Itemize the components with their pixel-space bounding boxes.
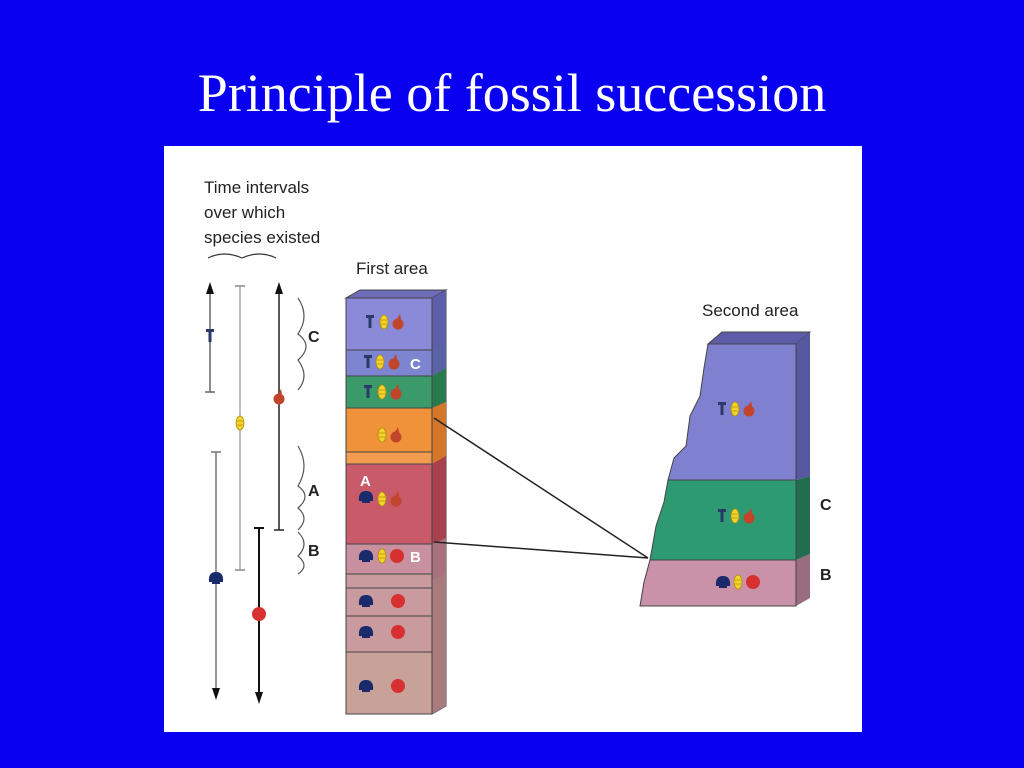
first-area-label-b: B (410, 549, 421, 566)
bracket-b (297, 531, 305, 575)
second-area-label: Second area (702, 301, 799, 320)
bracket-a (297, 445, 306, 531)
first-area-label-a: A (360, 473, 371, 490)
range-line-shell-species (235, 285, 245, 571)
second-area-column (639, 331, 812, 607)
range-line-t-species (205, 282, 215, 393)
correlation-line-bottom (433, 541, 649, 559)
range-line-ball-species (252, 527, 266, 704)
first-area-label-c: C (410, 356, 421, 373)
caption-line-1: Time intervals (204, 178, 309, 197)
bracket-label-b: B (308, 543, 320, 560)
range-line-clam-species (208, 451, 224, 700)
second-area-label-c: C (820, 497, 832, 514)
bracket-label-a: A (308, 483, 320, 500)
first-area-label: First area (356, 259, 428, 278)
caption-brace (207, 253, 277, 259)
first-area-column (344, 289, 448, 715)
slide-title: Principle of fossil succession (197, 63, 827, 123)
second-area-label-b: B (820, 567, 832, 584)
fossil-succession-figure: Time intervals over which species existe… (164, 146, 862, 732)
bracket-label-c: C (308, 329, 320, 346)
caption-line-2: over which (204, 203, 285, 222)
bracket-c (297, 297, 307, 391)
correlation-line-top (433, 417, 649, 559)
caption-line-3: species existed (204, 228, 320, 247)
range-line-snail-species (273, 282, 285, 531)
figure-svg: Time intervals over which species existe… (204, 178, 832, 715)
